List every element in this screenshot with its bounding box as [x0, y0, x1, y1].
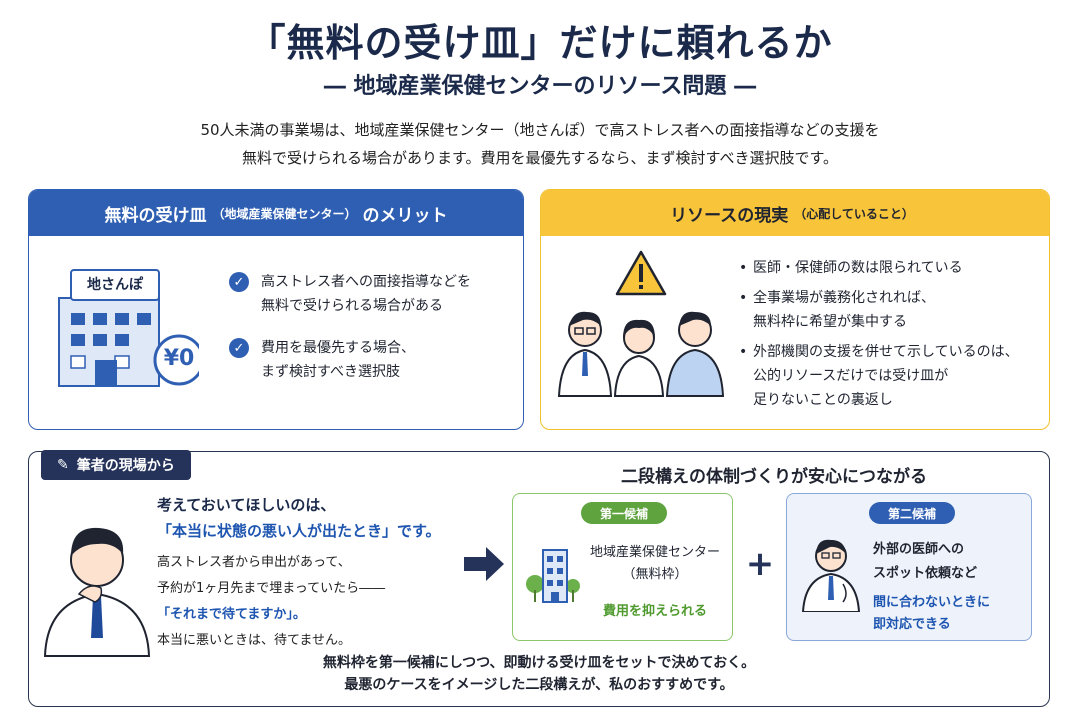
quote-body-line: 高ストレス者から申出があって、 — [157, 555, 351, 570]
plus-sign: + — [745, 544, 775, 584]
candidate-second-benefit-line: 即対応できる — [873, 617, 951, 632]
candidate-first-name-line: 地域産業保健センター — [589, 545, 720, 560]
merit-panel: 無料の受け皿 （地域産業保健センター） のメリット 地さんぽ ¥0 ✓ 高ストレ… — [28, 189, 524, 430]
candidate-second-benefit-line: 間に合わないときに — [873, 595, 991, 610]
concern-item-line: 医師・保健師の数は限られている — [753, 260, 963, 276]
candidate-second-badge: 第二候補 — [869, 502, 955, 524]
concern-panel-header: リソースの現実 （心配していること） — [541, 190, 1049, 236]
concern-item-line: 無料枠に希望が集中する — [753, 314, 907, 330]
nurse-icon — [613, 319, 665, 397]
building-icon — [58, 269, 199, 387]
quote-highlight: 「それまで待てますか」。 — [157, 607, 306, 622]
candidate-first-name-line: （無料枠） — [622, 567, 688, 582]
arrow-right-icon — [464, 547, 504, 581]
concern-item: • 医師・保健師の数は限られている — [739, 256, 1039, 280]
quote-heading-line: 考えておいてほしいのは、 — [157, 496, 336, 514]
concern-list: • 医師・保健師の数は限られている • 全事業場が義務化されれば、 無料枠に希望… — [739, 256, 1039, 418]
price-badge: ¥0 — [163, 346, 195, 371]
field-section: ✎ 筆者の現場から 考えておいてほしいのは、 「本当に状態の悪い人が出たとき」で… — [28, 450, 1050, 707]
candidate-first-badge: 第一候補 — [581, 502, 667, 524]
merit-item: ✓ 費用を最優先する場合、 まず検討すべき選択肢 — [229, 336, 509, 384]
field-tag: ✎ 筆者の現場から — [41, 450, 191, 480]
merit-item-line: まず検討すべき選択肢 — [261, 364, 401, 380]
merit-list: ✓ 高ストレス者への面接指導などを 無料で受けられる場合がある ✓ 費用を最優先… — [229, 270, 509, 402]
concern-item-line: 全事業場が義務化されれば、 — [753, 290, 935, 306]
candidate-first-name: 地域産業保健センター （無料枠） — [585, 542, 725, 586]
quote-body-line: 本当に悪いときは、待てません。 — [157, 633, 351, 648]
merit-title-main: 無料の受け皿 — [104, 205, 207, 226]
closing-line: 無料枠を第一候補にしつつ、即動ける受け皿をセットで決めておく。 — [322, 655, 756, 671]
quote-heading: 考えておいてほしいのは、 「本当に状態の悪い人が出たとき」です。 — [157, 492, 441, 544]
merit-item: ✓ 高ストレス者への面接指導などを 無料で受けられる場合がある — [229, 270, 509, 318]
concern-item: • 外部機関の支援を併せて示しているのは、 公的リソースだけでは受け皿が 足りな… — [739, 340, 1039, 412]
concern-panel: リソースの現実 （心配していること） • — [540, 189, 1050, 430]
field-tag-label: 筆者の現場から — [76, 458, 175, 474]
pen-icon: ✎ — [57, 457, 69, 473]
quote-heading-line: 「本当に状態の悪い人が出たとき」です。 — [157, 522, 441, 540]
candidate-second-benefit: 間に合わないときに 即対応できる — [873, 592, 1023, 636]
concern-title-paren: （心配していること） — [794, 206, 914, 221]
building-sign: 地さんぽ — [87, 277, 143, 293]
candidate-second-name-line: スポット依頼など — [873, 566, 978, 581]
concern-item: • 全事業場が義務化されれば、 無料枠に希望が集中する — [739, 286, 1039, 334]
section-title: 二段構えの体制づくりが安心につながる — [621, 467, 927, 487]
merit-item-line: 費用を最優先する場合、 — [261, 340, 415, 356]
intro-line: 50人未満の事業場は、地域産業保健センター（地さんぽ）で高ストレス者への面接指導… — [200, 121, 880, 139]
building-icon — [526, 549, 580, 603]
warning-icon — [615, 250, 667, 296]
concern-item-line: 外部機関の支援を併せて示しているのは、 — [753, 344, 1019, 360]
merit-title-tail: のメリット — [362, 205, 448, 226]
concern-item-line: 公的リソースだけでは受け皿が — [753, 368, 949, 384]
check-icon: ✓ — [229, 338, 249, 358]
candidate-second-card: 第二候補 外部の医師への スポット依頼など 間に合わないときに 即対応できる — [786, 493, 1032, 641]
quote-body: 高ストレス者から申出があって、 予約が1ヶ月先まで埋まっていたら―― 「それまで… — [157, 550, 385, 654]
candidate-second-name-line: 外部の医師への — [873, 542, 965, 557]
candidate-first-card: 第一候補 地域産業保健センター （無料枠） 費用を抑えられる — [512, 493, 733, 641]
staff-icon — [665, 311, 725, 397]
concern-item-line: 足りないことの裏返し — [753, 392, 893, 408]
merit-item-line: 無料で受けられる場合がある — [261, 298, 443, 314]
doctor-icon — [801, 539, 861, 612]
candidate-first-benefit: 費用を抑えられる — [602, 604, 707, 619]
closing-text: 無料枠を第一候補にしつつ、即動ける受け皿をセットで決めておく。 最悪のケースをイ… — [29, 652, 1049, 696]
merit-title-paren: （地域産業保健センター） — [212, 206, 357, 221]
merit-item-line: 高ストレス者への面接指導などを — [261, 274, 471, 290]
merit-panel-header: 無料の受け皿 （地域産業保健センター） のメリット — [29, 190, 523, 236]
page-title: 「無料の受け皿」だけに頼れるか — [247, 21, 833, 65]
intro-line: 無料で受けられる場合があります。費用を最優先するなら、まず検討すべき選択肢です。 — [242, 149, 838, 167]
page-subtitle: ― 地域産業保健センターのリソース問題 ― — [323, 74, 757, 99]
closing-line: 最悪のケースをイメージした二段構えが、私のおすすめです。 — [344, 677, 734, 693]
quote-body-line: 予約が1ヶ月先まで埋まっていたら―― — [157, 581, 386, 596]
concern-title-main: リソースの現実 — [670, 205, 789, 226]
doctor-icon — [557, 311, 613, 397]
staff-group-illustration — [557, 250, 725, 397]
check-icon: ✓ — [229, 272, 249, 292]
author-illustration — [43, 527, 151, 657]
intro-text: 50人未満の事業場は、地域産業保健センター（地さんぽ）で高ストレス者への面接指導… — [0, 116, 1080, 172]
candidate-second-name: 外部の医師への スポット依頼など — [873, 538, 1023, 586]
